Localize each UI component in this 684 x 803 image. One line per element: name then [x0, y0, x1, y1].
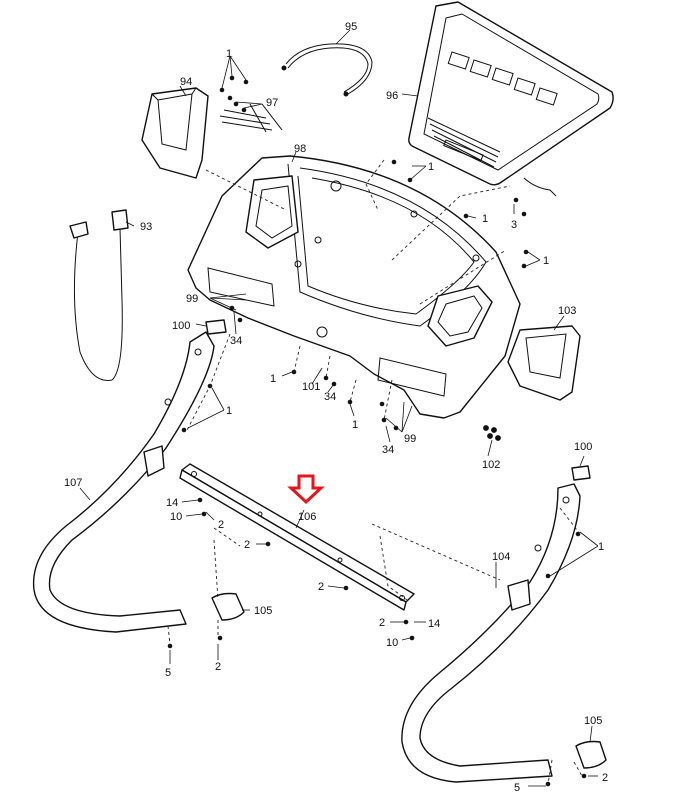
part-104-right-upright — [401, 483, 581, 783]
callout-105-right: 105 — [584, 715, 602, 727]
part-103-cup-holder — [507, 325, 581, 401]
callout-34-right: 34 — [382, 444, 394, 456]
part-94-cup-holder — [141, 87, 209, 179]
callout-2-mid: 2 — [244, 539, 250, 551]
part-97-bolts — [219, 75, 283, 133]
part-105-caps — [211, 592, 607, 769]
callout-34-left: 34 — [230, 335, 242, 347]
callout-2-bottom-right: 2 — [602, 772, 608, 784]
part-96-console — [408, 1, 614, 197]
part-100-caps — [205, 319, 591, 481]
callout-95: 95 — [345, 21, 357, 33]
callout-14-right: 14 — [428, 618, 440, 630]
callout-10-right: 10 — [386, 637, 398, 649]
callout-99-right: 99 — [404, 433, 416, 445]
callout-100-left: 100 — [172, 320, 190, 332]
callout-2-bottom-left: 2 — [215, 661, 221, 673]
part-106-crossbar — [179, 463, 415, 611]
callout-105-left: 105 — [254, 605, 272, 617]
callout-94: 94 — [180, 76, 192, 88]
part-95-cable — [281, 43, 373, 97]
callout-14-left: 14 — [166, 497, 178, 509]
callout-99-left: 99 — [186, 293, 198, 305]
callout-1-upright-right: 1 — [598, 541, 604, 553]
part-102-fasteners — [483, 425, 501, 441]
callout-10-left: 10 — [170, 511, 182, 523]
callout-labels: 95 1 96 97 94 93 98 1 1 3 1 99 100 34 10… — [64, 21, 608, 794]
callout-1-console-side: 1 — [482, 213, 488, 225]
callout-2-right: 2 — [379, 617, 385, 629]
callout-106: 106 — [298, 511, 316, 523]
highlight-arrow — [287, 474, 325, 505]
callout-104: 104 — [492, 551, 510, 563]
callout-2-lower: 2 — [318, 581, 324, 593]
callout-1-mid: 1 — [270, 373, 276, 385]
callout-1-upright-left: 1 — [226, 405, 232, 417]
part-93-wire — [69, 209, 129, 381]
part-107-left-upright — [32, 331, 215, 633]
callout-97: 97 — [266, 97, 278, 109]
callout-5-right: 5 — [514, 782, 520, 794]
callout-101: 101 — [302, 381, 320, 393]
callout-1-lower: 1 — [352, 419, 358, 431]
callout-5-left: 5 — [165, 667, 171, 679]
callout-98: 98 — [294, 143, 306, 155]
callout-100-right: 100 — [574, 441, 592, 453]
callout-103: 103 — [558, 305, 576, 317]
callout-34-mid: 34 — [324, 391, 336, 403]
assembly-lines — [167, 159, 583, 785]
callout-102: 102 — [482, 459, 500, 471]
callout-107: 107 — [64, 477, 82, 489]
part-98-console-base — [187, 155, 521, 419]
callout-1-console: 1 — [428, 161, 434, 173]
callout-3: 3 — [511, 219, 517, 231]
leader-lines — [79, 29, 599, 787]
callout-93: 93 — [140, 221, 152, 233]
callout-96: 96 — [386, 90, 398, 102]
callout-2-left: 2 — [218, 519, 224, 531]
callout-1-top: 1 — [226, 48, 232, 60]
callout-1-right: 1 — [543, 255, 549, 267]
